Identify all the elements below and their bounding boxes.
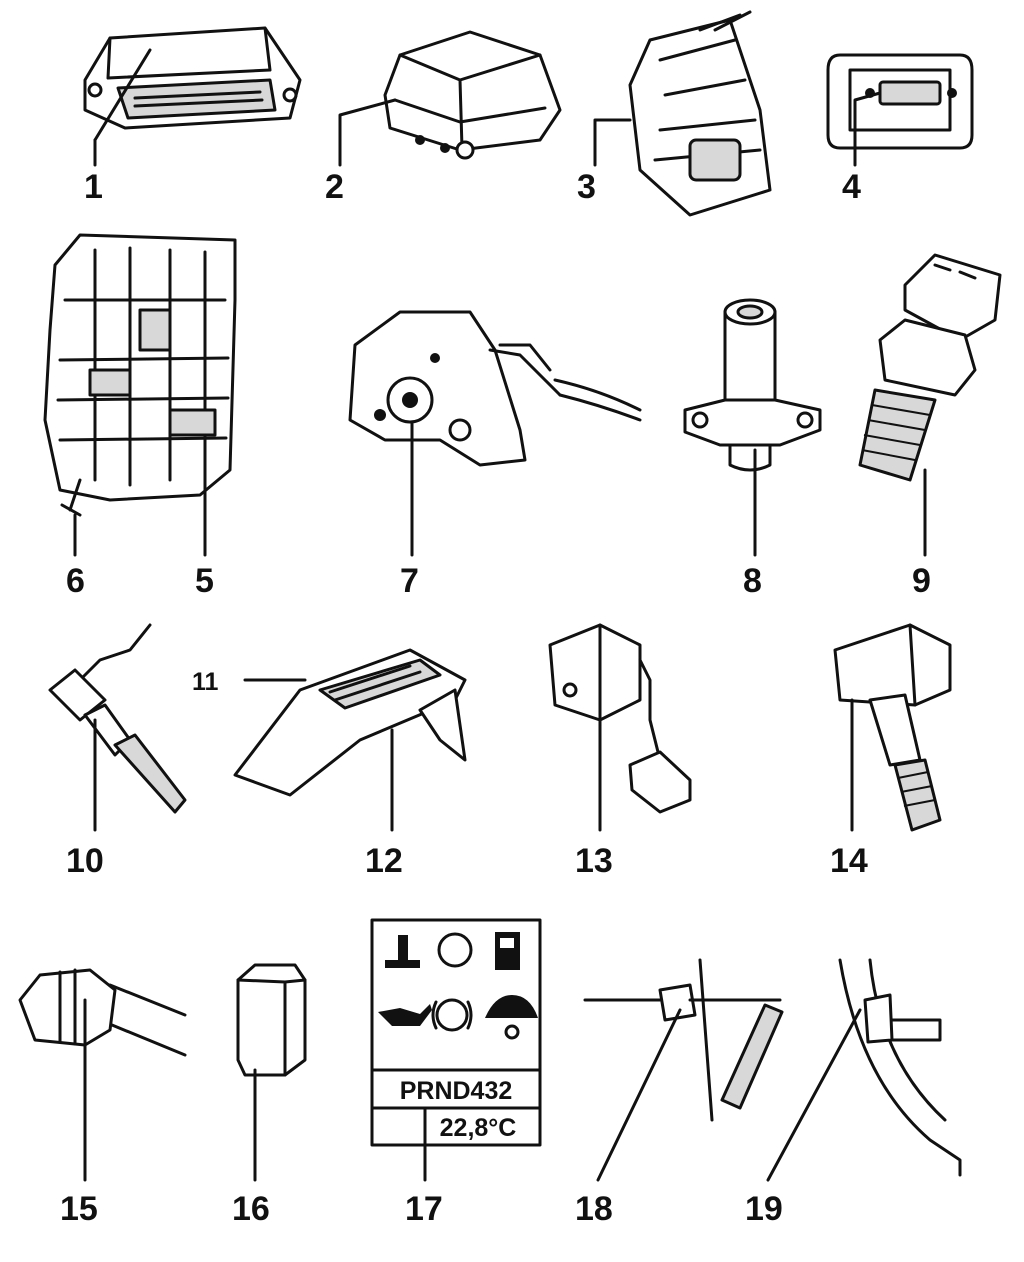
label-14: 14 — [830, 842, 868, 880]
coolant-temp-icon — [385, 935, 420, 968]
gear-positions: PRND432 — [400, 1077, 513, 1105]
label-10: 10 — [66, 842, 104, 880]
label-2: 2 — [325, 168, 344, 206]
component-15-lever-switch: 15 — [18, 968, 187, 1228]
label-8: 8 — [743, 562, 762, 600]
label-1: 1 — [84, 168, 103, 206]
oil-can-icon — [378, 1004, 432, 1026]
component-3-hydraulic-unit: 3 — [577, 10, 772, 217]
label-5: 5 — [195, 562, 214, 600]
label-3: 3 — [577, 168, 596, 206]
label-4: 4 — [842, 168, 861, 206]
component-19-brake-switch: 19 — [745, 958, 962, 1228]
label-7: 7 — [400, 562, 419, 600]
label-6: 6 — [66, 562, 85, 600]
component-9-temp-sensor: 9 — [858, 253, 1002, 600]
component-5-6-valve-body: 6 5 — [43, 233, 237, 600]
component-4-socket: 4 — [826, 53, 974, 206]
label-18: 18 — [575, 1190, 613, 1228]
component-17-instrument-display: PRND432 22,8°C 17 — [370, 918, 542, 1228]
component-14-pressure-sensor: 14 — [830, 623, 952, 880]
component-1-control-unit: 1 — [83, 26, 302, 206]
brake-pads-icon — [431, 998, 473, 1032]
component-16-relay: 16 — [232, 963, 307, 1228]
component-13-solenoid: 13 — [548, 623, 692, 880]
label-12: 12 — [365, 842, 403, 880]
label-9: 9 — [912, 562, 931, 600]
brake-circle-icon — [437, 932, 473, 968]
label-11: 11 — [192, 668, 219, 696]
temperature-readout: 22,8°C — [440, 1114, 517, 1142]
fuel-icon — [495, 932, 520, 970]
washer-fluid-icon — [485, 995, 538, 1040]
component-8-speed-sensor: 8 — [683, 298, 822, 600]
label-16: 16 — [232, 1190, 270, 1228]
label-15: 15 — [60, 1190, 98, 1228]
component-2-module: 2 — [325, 30, 562, 206]
component-7-multifunction-switch: 7 — [348, 310, 642, 600]
component-18-throttle-sensor: 18 — [575, 958, 784, 1228]
component-10-sensor: 10 — [48, 623, 187, 880]
component-11-12-selector: 11 12 — [192, 648, 467, 880]
label-19: 19 — [745, 1190, 783, 1228]
label-13: 13 — [575, 842, 613, 880]
label-17: 17 — [405, 1190, 443, 1228]
